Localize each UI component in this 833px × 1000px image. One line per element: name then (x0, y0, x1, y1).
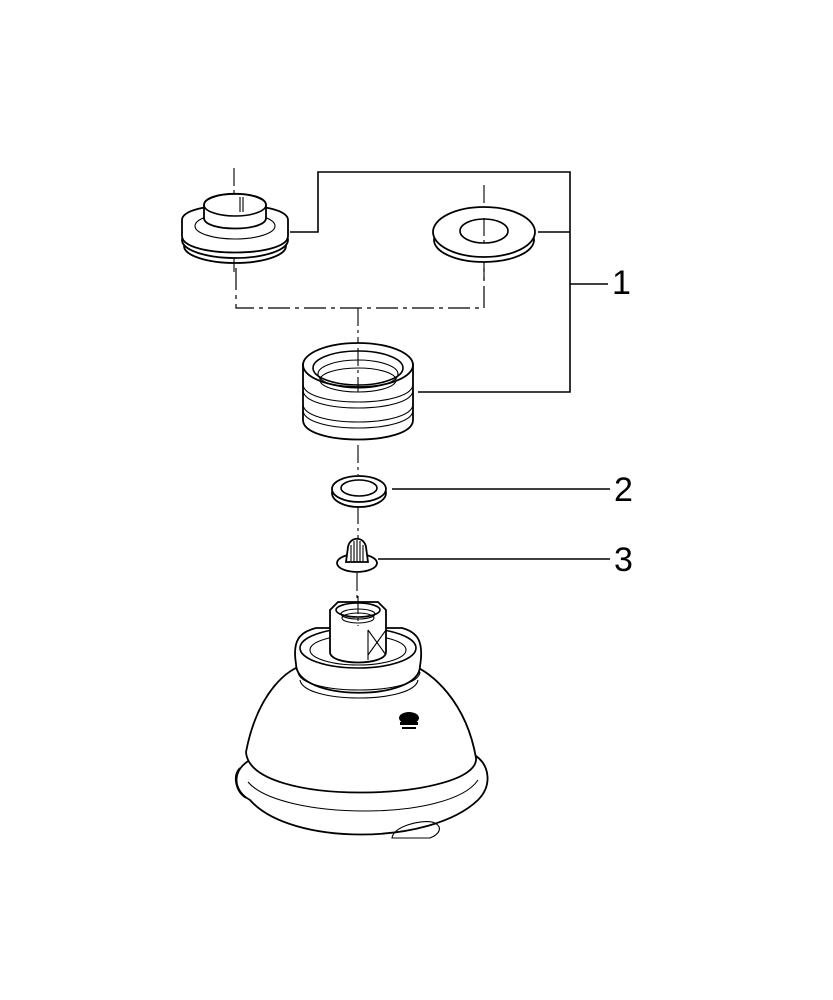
threaded-adapter (302, 342, 414, 475)
callout-number-1: 1 (612, 264, 631, 302)
flat-washer-insert (432, 185, 536, 280)
seal-ring (331, 475, 610, 538)
brand-logo-icon (399, 712, 419, 729)
callout-number-3: 3 (614, 541, 633, 579)
strainer-filter (336, 537, 610, 610)
callout-number-2: 2 (614, 471, 633, 509)
alternative-parts-bracket (235, 268, 485, 345)
shower-head-body (234, 596, 489, 839)
flow-limiter-insert (181, 168, 289, 272)
callout-1-bracket (290, 171, 608, 393)
